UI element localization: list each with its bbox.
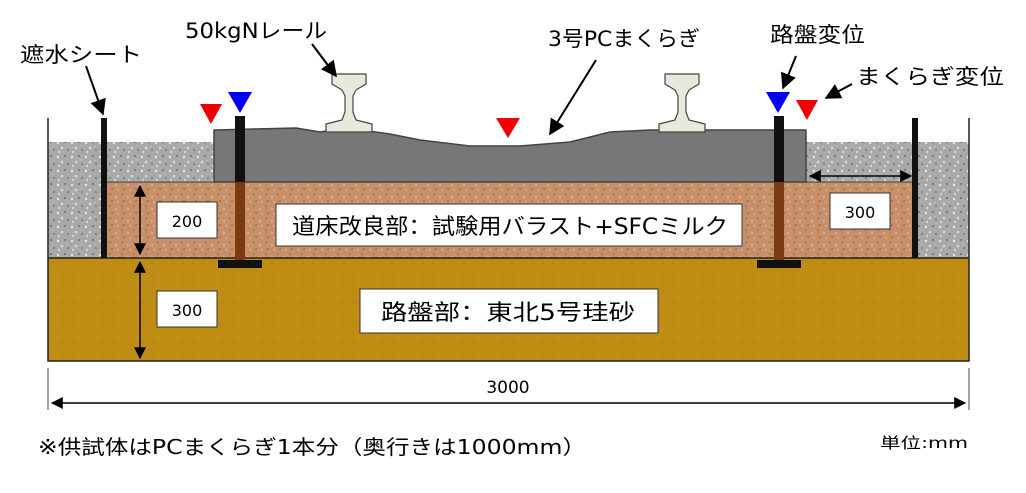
sleeper-marker-center	[496, 118, 520, 138]
dim-box-side-width	[829, 192, 891, 230]
sleeper-marker-left	[200, 104, 222, 124]
roadbed-plate-left	[218, 260, 262, 268]
roadbed-plate-right	[757, 260, 801, 268]
label-dim-roadbed-depth: 300	[172, 301, 203, 320]
label-dim-side-width: 300	[845, 203, 876, 222]
gravel-right	[915, 142, 969, 258]
label-ballast-layer: 道床改良部：試験用バラスト+SFCミルク	[292, 215, 728, 240]
label-note: ※供試体はPCまくらぎ1本分（奥行きは1000mm）	[38, 435, 586, 459]
label-roadbed-layer: 路盤部：東北5号珪砂	[381, 301, 635, 326]
roadbed-marker-left	[228, 92, 252, 113]
label-rail: 50kgNレール	[185, 19, 327, 43]
roadbed-rod-right-top	[774, 116, 784, 182]
dim-box-roadbed-depth	[156, 290, 218, 328]
dim-box-ballast-depth	[156, 201, 218, 239]
ballast-label-box	[275, 203, 743, 247]
gravel-top-left	[104, 142, 214, 182]
label-sleeper: 3号PCまくらぎ	[548, 27, 700, 51]
container-outline	[47, 118, 970, 362]
leader-rail	[311, 43, 337, 78]
gravel-left	[48, 142, 104, 258]
roadbed-label-box	[359, 288, 659, 334]
label-unit: 単位:mm	[880, 434, 968, 452]
leader-roadbed-displacement	[781, 55, 797, 90]
rail-right	[658, 73, 706, 133]
label-dim-total-width: 3000	[486, 378, 529, 398]
label-sleeper-displacement: まくらぎ変位	[856, 65, 1004, 89]
roadbed-rod-left-top	[235, 116, 245, 182]
roadbed-rod-left	[235, 182, 245, 260]
roadbed-marker-right	[766, 92, 790, 113]
leader-sleeper-displacement	[824, 83, 853, 99]
pc-sleeper	[213, 127, 807, 183]
label-dim-ballast-depth: 200	[172, 212, 203, 231]
rail-left	[325, 73, 373, 133]
leader-sleeper	[549, 59, 597, 136]
roadbed-rod-right	[774, 182, 784, 260]
label-roadbed-displacement: 路盤変位	[770, 23, 865, 47]
sleeper-marker-right	[796, 100, 818, 120]
waterproof-sheet-left	[101, 118, 107, 258]
waterproof-sheet-right	[912, 118, 918, 258]
leader-waterproof-sheet	[85, 65, 106, 116]
label-waterproof-sheet: 遮水シート	[20, 43, 142, 67]
